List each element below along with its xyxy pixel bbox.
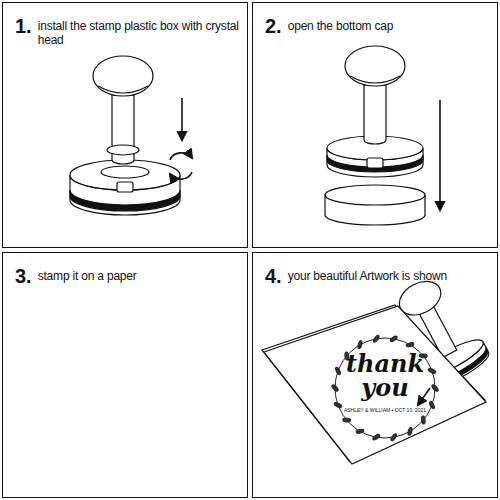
step-caption: install the stamp plastic box with cryst…: [38, 19, 239, 47]
wreath-leaf: [334, 402, 343, 409]
step-number: 2.: [265, 15, 282, 38]
wreath-leaf: [389, 335, 398, 343]
wreath-leaf: [407, 427, 413, 436]
wreath-leaf: [421, 416, 425, 424]
step-panel: 2. open the bottom cap: [252, 2, 498, 248]
wreath-leaf: [406, 342, 415, 348]
step-number: 1.: [15, 15, 32, 38]
wreath-leaf: [431, 384, 439, 392]
wreath-leaf: [372, 433, 381, 441]
artwork-text: you: [361, 376, 408, 400]
step-caption: your beautiful Artwork is shown: [288, 269, 489, 283]
step-caption: open the bottom cap: [288, 19, 489, 33]
wreath-leaf: [331, 384, 339, 392]
step-caption: stamp it on a paper: [38, 269, 239, 283]
wreath-leaf: [390, 433, 398, 442]
step-number: 3.: [15, 265, 32, 288]
wreath-leaf: [429, 401, 436, 410]
wreath-leaf: [335, 367, 342, 376]
step-panel: 3. stamp it on a paper: [2, 252, 248, 498]
artwork-text: thank: [346, 352, 424, 376]
step-number: 4.: [265, 265, 282, 288]
wreath-leaf: [373, 334, 381, 343]
step-panel: 1. install the stamp plastic box with cry…: [2, 2, 248, 248]
wreath-leaf: [356, 429, 365, 435]
wreath-leaf: [428, 368, 437, 375]
wreath-leaf: [343, 418, 351, 422]
artwork-names: ASHLEY & WILLIAM • OCT 10, 2021: [344, 408, 426, 413]
wreath-leaf: [357, 340, 363, 349]
